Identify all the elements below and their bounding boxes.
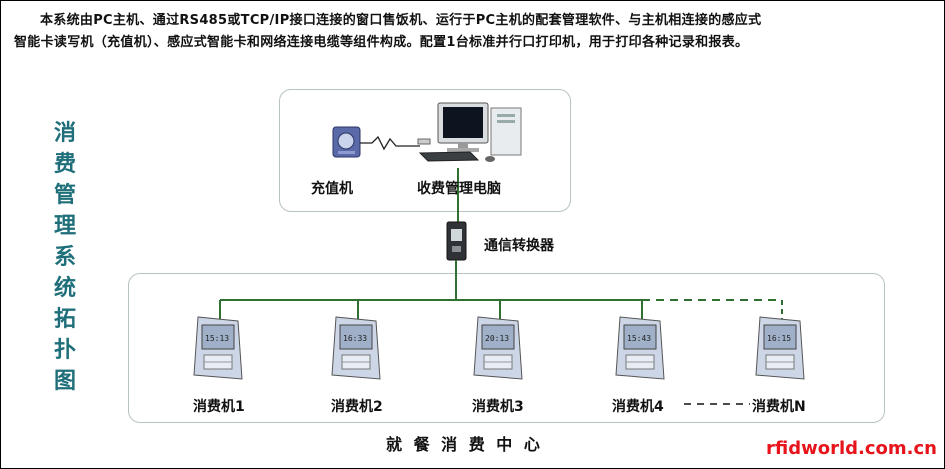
terminal-icon: 16:33	[331, 316, 381, 380]
title-char: 图	[53, 369, 76, 394]
terminal-icon: 20:13	[473, 316, 523, 380]
terminal-screen-text: 15:13	[205, 334, 229, 343]
intro-line-2: 智能卡读写机（充值机）、感应式智能卡和网络连接电缆等组件构成。配置1台标准并行口…	[14, 35, 749, 50]
management-box	[279, 89, 571, 212]
terminal-icon: 15:13	[193, 316, 243, 380]
title-char: 管	[53, 183, 76, 208]
terminal-icon: 15:43	[615, 316, 665, 380]
terminal-screen-text: 20:13	[485, 334, 509, 343]
title-char: 拓	[53, 307, 76, 332]
watermark: rfidworld.com.cn	[766, 438, 937, 459]
terminal-screen-text: 16:15	[767, 334, 791, 343]
pc-label: 收费管理电脑	[417, 181, 501, 197]
title-char: 统	[53, 276, 76, 301]
terminal-screen-text: 15:43	[627, 334, 651, 343]
recharger-icon	[332, 126, 361, 158]
title-char: 消	[53, 121, 76, 146]
terminal-label: 消费机3	[472, 399, 524, 415]
computer-icon	[417, 102, 522, 162]
title-char: 理	[53, 214, 76, 239]
terminal-icon: 16:15	[755, 316, 805, 380]
topology-title: 消 费 管 理 系 统 拓 扑 图	[48, 118, 82, 397]
intro-text: 本系统由PC主机、通过RS485或TCP/IP接口连接的窗口售饭机、运行于PC主…	[14, 10, 934, 54]
title-char: 费	[53, 152, 76, 177]
terminal-label: 消费机2	[331, 399, 383, 415]
title-char: 扑	[53, 338, 76, 363]
terminal-label: 消费机1	[193, 399, 245, 415]
terminal-label: 消费机N	[752, 399, 806, 415]
terminal-screen-text: 16:33	[343, 334, 367, 343]
recharger-label: 充值机	[311, 181, 353, 197]
intro-line-1: 本系统由PC主机、通过RS485或TCP/IP接口连接的窗口售饭机、运行于PC主…	[40, 13, 762, 28]
converter-icon	[446, 221, 467, 261]
terminal-label: 消费机4	[612, 399, 664, 415]
dining-center-label: 就 餐 消 费 中 心	[386, 435, 543, 454]
serial-cable	[360, 135, 420, 151]
converter-label: 通信转换器	[484, 238, 554, 254]
title-char: 系	[53, 245, 76, 270]
